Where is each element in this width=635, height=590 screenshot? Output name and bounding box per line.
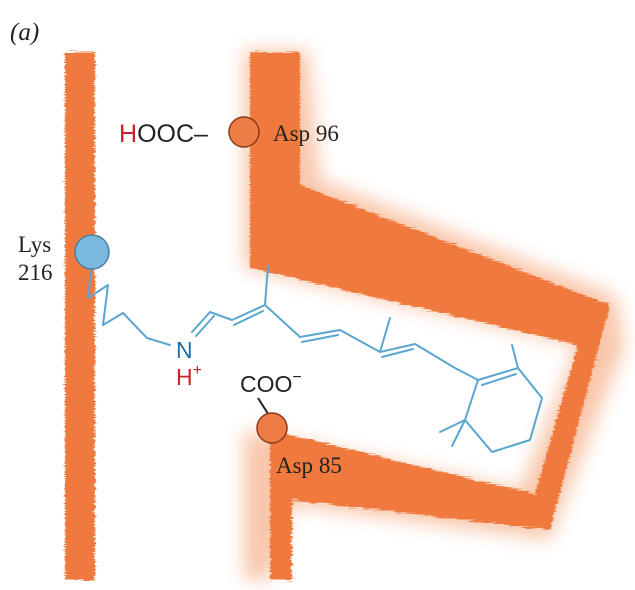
schiff-bond [191, 311, 211, 333]
panel-label: (a) [10, 19, 39, 46]
asp96-node [228, 116, 260, 148]
lysine-side-chain [87, 261, 171, 346]
methyl-1 [264, 265, 269, 306]
polyene-chain [209, 304, 456, 369]
retinal-chromophore [87, 261, 543, 453]
asp96-label: Asp 96 [273, 121, 339, 146]
lys216-node [74, 234, 110, 270]
schiff-base-nitrogen: N [176, 337, 193, 363]
asp85-node [256, 412, 288, 444]
asp85-label: Asp 85 [276, 453, 342, 478]
right-helix [250, 52, 610, 580]
asp96-carboxyl-label: HOOC– [119, 120, 208, 148]
asp85-carboxylate-label: COO− [240, 369, 302, 397]
schiff-base-proton: H+ [176, 362, 202, 390]
lys216-label-name: Lys [18, 232, 51, 257]
ring-methyl-left-b [451, 419, 466, 447]
ring-methyl-top [511, 344, 519, 369]
ionone-ring [464, 367, 543, 453]
lys216-label-number: 216 [18, 260, 53, 285]
methyl-2 [379, 317, 391, 353]
ring-methyl-left-a [439, 419, 466, 433]
left-helix [65, 52, 95, 580]
